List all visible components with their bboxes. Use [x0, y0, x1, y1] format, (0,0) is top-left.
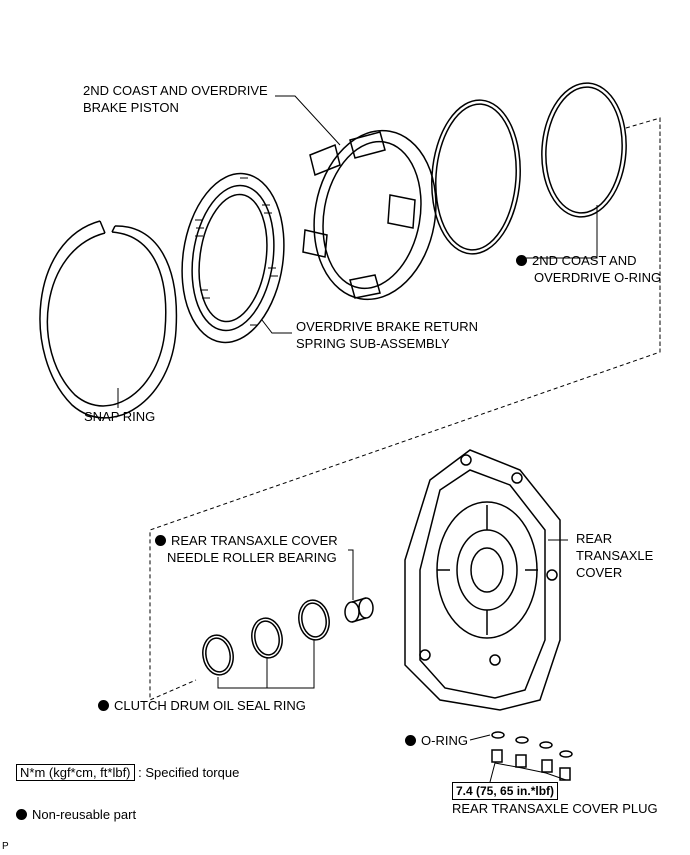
snap-ring-part [39, 220, 178, 419]
label-needle-bearing-line1: REAR TRANSAXLE COVER [155, 532, 338, 549]
seal-rings-part [202, 599, 330, 676]
label-o-ring-2nd-line2: OVERDRIVE O-RING [534, 270, 662, 285]
label-cover-line3: COVER [576, 565, 623, 580]
label-o-ring: O-RING [405, 732, 468, 749]
corner-mark: P [2, 841, 9, 852]
assembly-guide-lines [149, 117, 661, 701]
non-reusable-dot-icon [405, 735, 416, 746]
leader-lines [117, 95, 598, 783]
non-reusable-dot-icon [16, 809, 27, 820]
non-reusable-dot-icon [155, 535, 166, 546]
label-snap-ring: SNAP RING [84, 409, 156, 424]
torque-spec-box: 7.4 (75, 65 in.*lbf) [452, 782, 559, 800]
non-reusable-dot-icon [516, 255, 527, 266]
rear-transaxle-cover-part [404, 449, 561, 711]
legend-non-reusable-text: Non-reusable part [32, 807, 137, 822]
label-o-ring-2nd-text1: 2ND COAST AND [532, 253, 637, 268]
label-seal-ring: CLUTCH DRUM OIL SEAL RING [98, 697, 306, 714]
label-brake-piston-line1: 2ND COAST AND OVERDRIVE [83, 83, 268, 98]
label-o-ring-text: O-RING [421, 733, 468, 748]
label-cover: REAR TRANSAXLE COVER [576, 530, 653, 581]
legend-torque-unit: N*m (kgf*cm, ft*lbf) [16, 764, 135, 781]
label-brake-piston-line2: BRAKE PISTON [83, 100, 179, 115]
return-spring-part [181, 172, 285, 344]
legend-torque-desc: : Specified torque [138, 765, 240, 780]
label-return-spring: OVERDRIVE BRAKE RETURN SPRING SUB-ASSEMB… [296, 318, 478, 352]
legend-non-reusable: Non-reusable part [16, 806, 136, 823]
legend-torque: N*m (kgf*cm, ft*lbf) : Specified torque [16, 764, 239, 781]
label-cover-line1: REAR [576, 531, 613, 546]
label-cover-plug: REAR TRANSAXLE COVER PLUG [452, 801, 658, 816]
needle-bearing-part [344, 597, 374, 623]
brake-piston-part [302, 129, 437, 301]
label-needle-bearing-text1: REAR TRANSAXLE COVER [171, 533, 338, 548]
label-seal-ring-text: CLUTCH DRUM OIL SEAL RING [114, 698, 306, 713]
label-brake-piston: 2ND COAST AND OVERDRIVE BRAKE PISTON [83, 82, 268, 116]
label-cover-line2: TRANSAXLE [576, 548, 654, 563]
label-needle-bearing: REAR TRANSAXLE COVER NEEDLE ROLLER BEARI… [155, 532, 338, 566]
label-needle-bearing-line2: NEEDLE ROLLER BEARING [167, 550, 337, 565]
plugs-and-orings [491, 731, 573, 781]
o-ring-2nd-pair [431, 82, 627, 255]
label-return-spring-line2: SPRING SUB-ASSEMBLY [296, 336, 450, 351]
label-o-ring-2nd: 2ND COAST AND OVERDRIVE O-RING [516, 252, 661, 286]
label-return-spring-line1: OVERDRIVE BRAKE RETURN [296, 319, 479, 334]
non-reusable-dot-icon [98, 700, 109, 711]
label-o-ring-2nd-line1: 2ND COAST AND [516, 252, 661, 269]
